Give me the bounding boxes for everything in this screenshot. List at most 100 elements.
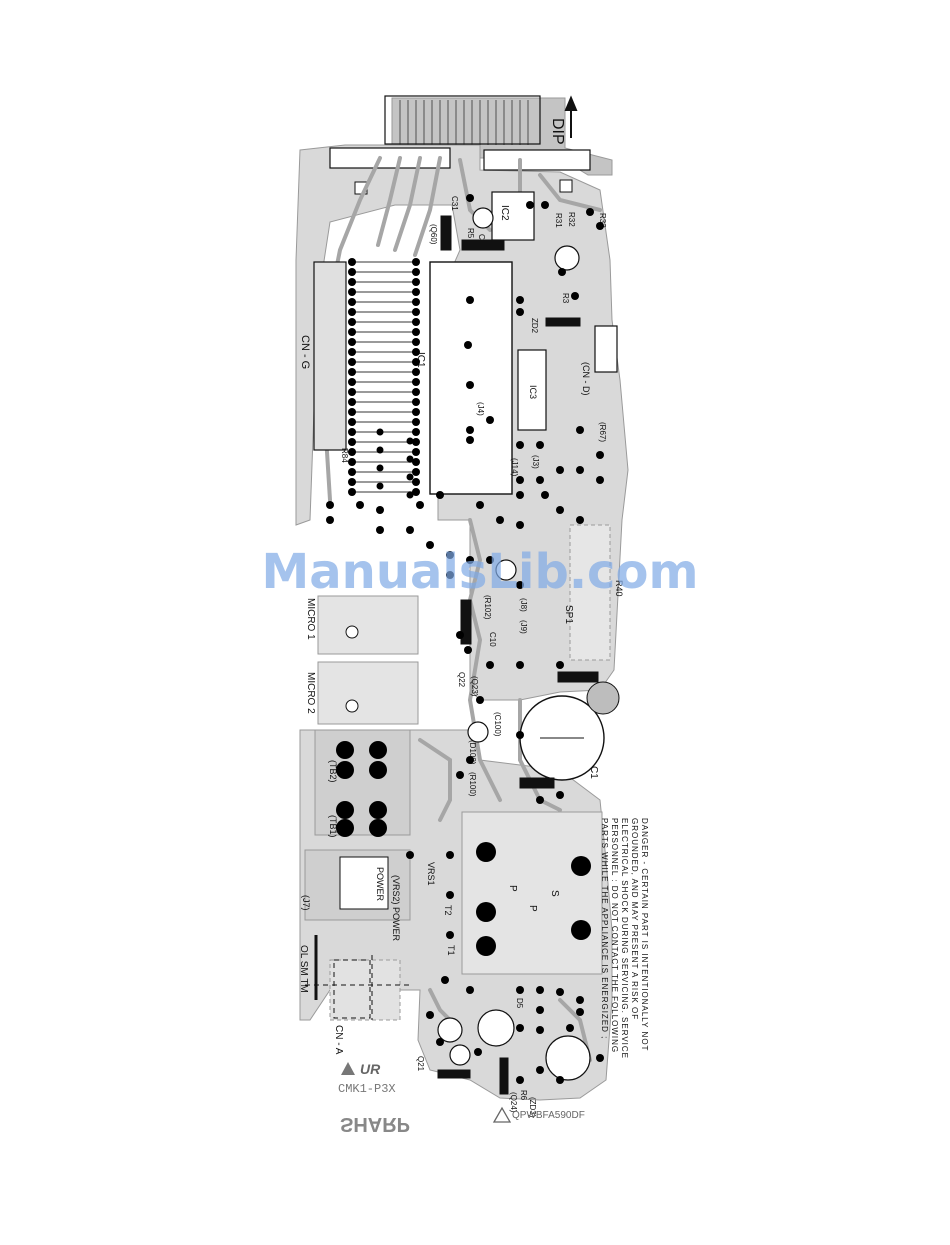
ic1-left-pad	[348, 488, 356, 496]
ic1-right-pad	[412, 448, 420, 456]
ic1-right-pad	[412, 418, 420, 426]
ic1-right-pad	[412, 358, 420, 366]
danger-notice-line: ELECTRICAL SHOCK DURING SERVICING. SERVI…	[620, 818, 629, 1059]
ic1-left-pad	[348, 308, 356, 316]
watermark-text: ManualsLib.com	[262, 544, 699, 600]
cn-a-label: CN - A	[333, 1025, 344, 1055]
ic1-right-pad	[412, 368, 420, 376]
ic1-right-pad	[412, 378, 420, 386]
tb2-pad-4	[369, 761, 387, 779]
r3-label: R3	[561, 293, 570, 304]
ic1-right-pad	[412, 298, 420, 306]
solder-pad	[576, 466, 584, 474]
solder-pad	[516, 661, 524, 669]
c100-label: (C100)	[493, 712, 502, 737]
c-cap-lower-4	[545, 1035, 591, 1081]
power-lower-label: (VRS2) POWER	[391, 875, 401, 942]
c30-cap	[472, 207, 494, 229]
transformer-pad-5	[571, 920, 591, 940]
solder-pad	[556, 1076, 564, 1084]
solder-pad	[526, 201, 534, 209]
c100-cap	[467, 721, 489, 743]
cn-d-connector	[594, 325, 618, 373]
dip-connector-outline-lower	[329, 147, 451, 169]
zd3-label: (ZD3)	[528, 1097, 537, 1118]
solder-pad	[596, 1054, 604, 1062]
ic1-left-pad	[348, 288, 356, 296]
solder-pad	[576, 426, 584, 434]
solder-pad	[416, 501, 424, 509]
t2-label: T2	[443, 905, 453, 916]
j9-label: (J9)	[519, 620, 528, 634]
solder-pad	[376, 526, 384, 534]
transformer-p1-label: P	[507, 885, 518, 892]
ic1-left-pad	[348, 298, 356, 306]
solder-pad	[466, 756, 474, 764]
tb2-label: (TB2)	[328, 760, 338, 783]
ic1-left-pad	[348, 468, 356, 476]
r33-label: R33	[598, 213, 607, 228]
ic1-right-pad	[412, 288, 420, 296]
ic1-left-pad	[348, 428, 356, 436]
q21-label: Q21	[416, 1056, 425, 1072]
solder-pad	[466, 436, 474, 444]
solder-pad	[376, 506, 384, 514]
micro1-mount-hole	[345, 625, 359, 639]
solder-pad	[516, 1076, 524, 1084]
q21-strip	[437, 1069, 471, 1079]
transformer-pad-4	[571, 856, 591, 876]
r84-label: R84	[340, 448, 349, 463]
tb1-pad-2	[336, 819, 354, 837]
cn-g-label: CN - G	[299, 335, 311, 369]
cn-a-dashed-box	[333, 959, 371, 1019]
micro2-mount-hole	[345, 699, 359, 713]
solder-pad	[516, 986, 524, 994]
ic1-left-pad	[348, 268, 356, 276]
tb2-pad-3	[369, 741, 387, 759]
power-switch-box	[339, 856, 389, 910]
large-pads	[336, 741, 591, 956]
dashed-outlines	[305, 955, 410, 1020]
t1-label: T1	[446, 945, 456, 956]
tb1-label: (TB1)	[328, 815, 338, 838]
solder-pad	[558, 268, 566, 276]
solder-pad	[516, 581, 524, 589]
j14-label: (J14)	[510, 458, 519, 477]
solder-pad	[486, 416, 494, 424]
solder-pad	[476, 696, 484, 704]
ic1-lower-pad	[406, 491, 414, 499]
q22-label: Q22	[457, 672, 466, 688]
electrolytic-caps	[437, 207, 591, 1081]
solder-pad	[586, 208, 594, 216]
solder-pad	[536, 1026, 544, 1034]
dip-label: DIP	[549, 118, 566, 145]
ic1-right-pad	[412, 258, 420, 266]
small-pad-field	[326, 194, 604, 1084]
transformer-p2-label: P	[527, 905, 538, 912]
sp1-strip	[557, 671, 599, 683]
r32-label: R32	[567, 212, 576, 227]
c1-strip	[519, 777, 555, 789]
zd2-label: ZD2	[530, 318, 539, 334]
solder-pad	[556, 506, 564, 514]
solder-pad	[486, 556, 494, 564]
ic1-right-pad	[412, 388, 420, 396]
solder-pad	[476, 501, 484, 509]
ic1-left-pad	[348, 448, 356, 456]
ic1-right-pad	[412, 478, 420, 486]
ic1-lower-pad	[376, 446, 384, 454]
ic1-lower-pad	[376, 428, 384, 436]
solder-pad	[541, 491, 549, 499]
vrs1-label: VRS1	[426, 862, 436, 886]
ic1-right-pad	[412, 468, 420, 476]
danger-notice-line: GROUNDED, AND MAY PRESENT A RISK OF	[630, 818, 639, 1020]
ic1-left-pad	[348, 338, 356, 346]
solder-pad	[441, 976, 449, 984]
ic1-right-pad	[412, 268, 420, 276]
c1-hatched-cap	[586, 681, 620, 715]
ic1-left-pad	[348, 398, 356, 406]
danger-notice-line: DANGER - CERTAIN PART IS INTENTIONALLY N…	[640, 818, 649, 1051]
c10-cap	[495, 559, 517, 581]
ic2-label: IC2	[499, 205, 510, 221]
solder-pad	[556, 791, 564, 799]
